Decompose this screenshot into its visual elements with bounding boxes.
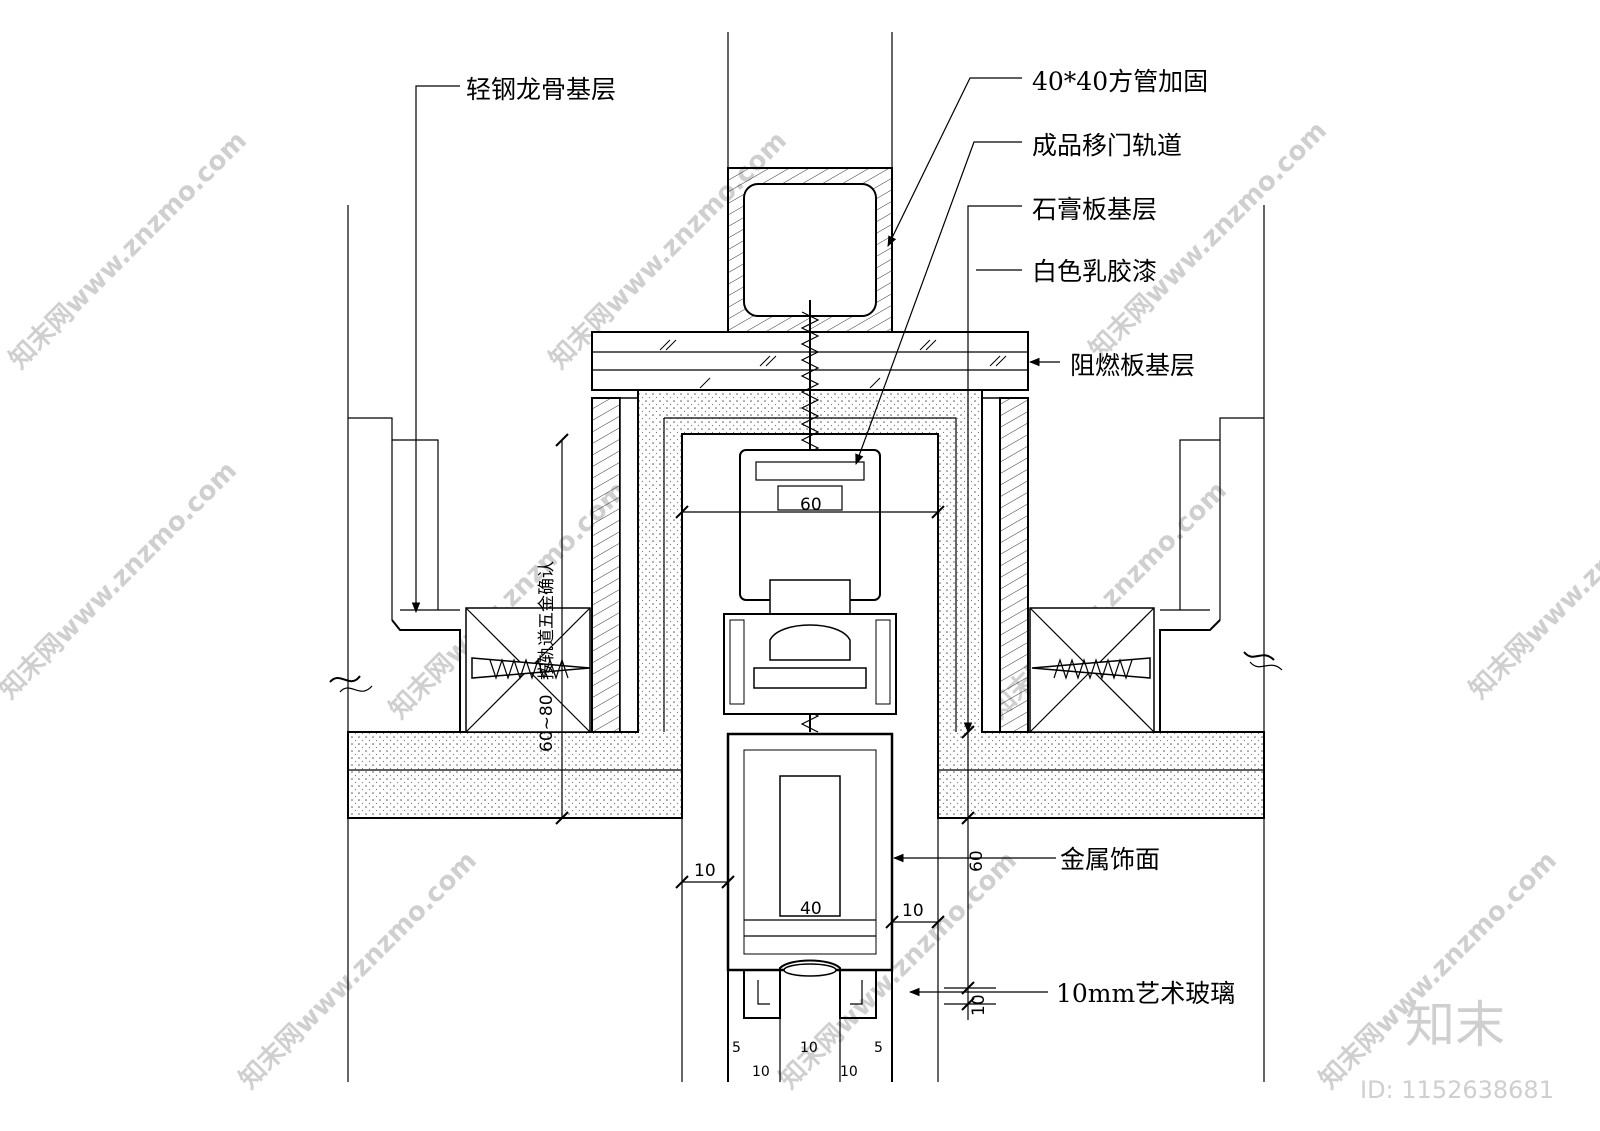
label-gypsum-board: 石膏板基层 — [1032, 195, 1157, 224]
watermark-text: 知末网www.znzmo.com — [1314, 846, 1563, 1095]
watermark-text: 知末网www.znzmo.com — [4, 126, 253, 375]
dim-60-top: 60 — [800, 495, 822, 515]
dim-10-bottom-left: 10 — [752, 1064, 770, 1080]
dim-10-left: 10 — [694, 861, 716, 881]
leader-lines — [411, 77, 1060, 997]
dim-5-left: 5 — [732, 1040, 741, 1056]
watermark-id: ID: 1152638681 — [1360, 1076, 1554, 1104]
dimension-lines — [555, 433, 996, 1082]
square-tube — [727, 167, 893, 333]
gypsum-u-section — [347, 389, 1265, 819]
sliding-track — [723, 449, 897, 715]
dimension-text: 60 60~80 按轨道五金确认 60 10 10 10 40 5 5 10 1… — [537, 495, 989, 1080]
watermark-text: 知末网www.znzmo.com — [1464, 456, 1600, 705]
dim-10-bottom-mid: 10 — [800, 1040, 818, 1056]
wall-lines — [347, 32, 1265, 1082]
label-metal-finish: 金属饰面 — [1060, 845, 1160, 874]
label-light-steel-keel: 轻钢龙骨基层 — [466, 75, 616, 104]
right-keel — [1029, 417, 1283, 733]
label-art-glass: 10mm艺术玻璃 — [1056, 979, 1235, 1008]
watermark-text: 知末网www.znzmo.com — [0, 456, 243, 705]
track-note: 按轨道五金确认 — [537, 561, 557, 680]
label-fire-board: 阻燃板基层 — [1070, 351, 1195, 380]
watermark-text: 知末网www.znzmo.com — [234, 846, 483, 1095]
dim-40: 40 — [800, 899, 822, 919]
watermark-logo: 知末 — [1405, 996, 1505, 1054]
dim-10-right: 10 — [902, 901, 924, 921]
callout-labels: 轻钢龙骨基层 40*40方管加固 成品移门轨道 石膏板基层 白色乳胶漆 阻燃板基… — [466, 67, 1235, 1008]
dim-60-right: 60 — [967, 850, 987, 872]
dim-5-right: 5 — [874, 1040, 883, 1056]
dim-60-80: 60~80 — [537, 694, 557, 752]
door-panel — [726, 732, 894, 1082]
dim-10-bottom-right: 10 — [840, 1064, 858, 1080]
screws — [471, 300, 1151, 733]
label-latex-paint: 白色乳胶漆 — [1032, 257, 1157, 286]
label-sliding-track: 成品移门轨道 — [1032, 131, 1182, 160]
label-square-tube: 40*40方管加固 — [1032, 67, 1208, 96]
dim-10-glass: 10 — [969, 994, 989, 1016]
